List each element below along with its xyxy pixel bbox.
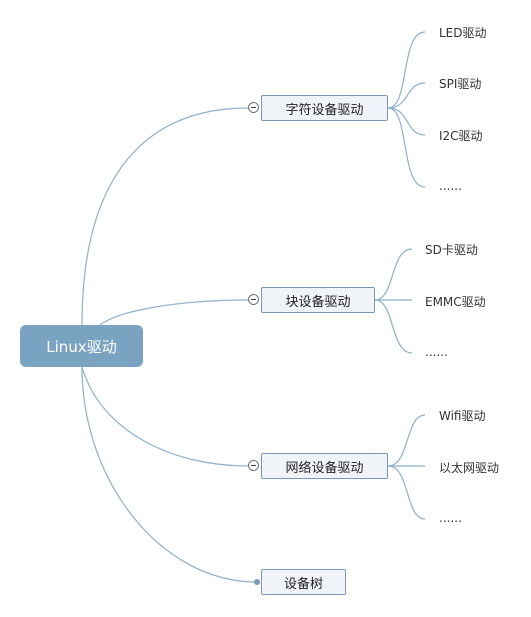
edge-char-led	[387, 31, 426, 109]
root-label: Linux驱动	[46, 337, 117, 356]
branch-label: 字符设备驱动	[285, 102, 364, 118]
edge-char-more	[387, 107, 426, 188]
branch-node-device-tree[interactable]: 设备树	[261, 569, 346, 595]
branch-node-net-device[interactable]: 网络设备驱动	[261, 453, 388, 479]
root-node[interactable]: Linux驱动	[20, 325, 143, 367]
edge-root-dt	[81, 366, 258, 583]
leaf-node[interactable]: SD卡驱动	[425, 243, 478, 257]
leaf-node[interactable]: SPI驱动	[439, 77, 482, 91]
edge-root-block	[99, 299, 249, 326]
leaf-node[interactable]: ......	[439, 511, 462, 525]
leaf-node[interactable]: I2C驱动	[439, 129, 483, 143]
edge-char-spi	[387, 82, 426, 109]
edge-block-sd	[374, 248, 413, 301]
branch-node-block-device[interactable]: 块设备驱动	[261, 287, 375, 313]
edge-net-wifi	[387, 414, 426, 467]
branch-label: 网络设备驱动	[285, 460, 364, 476]
collapse-toggle-block[interactable]	[248, 294, 259, 305]
collapse-toggle-char[interactable]	[248, 102, 259, 113]
leaf-node[interactable]: ......	[425, 345, 448, 359]
leaf-node[interactable]: LED驱动	[439, 26, 487, 40]
branch-node-char-device[interactable]: 字符设备驱动	[261, 95, 388, 121]
edge-char-i2c	[387, 107, 426, 136]
edge-root-char	[81, 107, 249, 326]
branch-label: 设备树	[283, 576, 323, 592]
edge-end-dot	[254, 579, 260, 585]
edge-root-net	[81, 366, 249, 467]
edge-net-more	[387, 465, 426, 520]
collapse-toggle-net[interactable]	[248, 460, 259, 471]
leaf-node[interactable]: Wifi驱动	[439, 409, 486, 423]
branch-label: 块设备驱动	[285, 294, 351, 310]
leaf-node[interactable]: EMMC驱动	[425, 295, 486, 309]
leaf-node[interactable]: 以太网驱动	[439, 461, 500, 475]
edge-block-more	[374, 299, 413, 354]
leaf-node[interactable]: ......	[439, 179, 462, 193]
